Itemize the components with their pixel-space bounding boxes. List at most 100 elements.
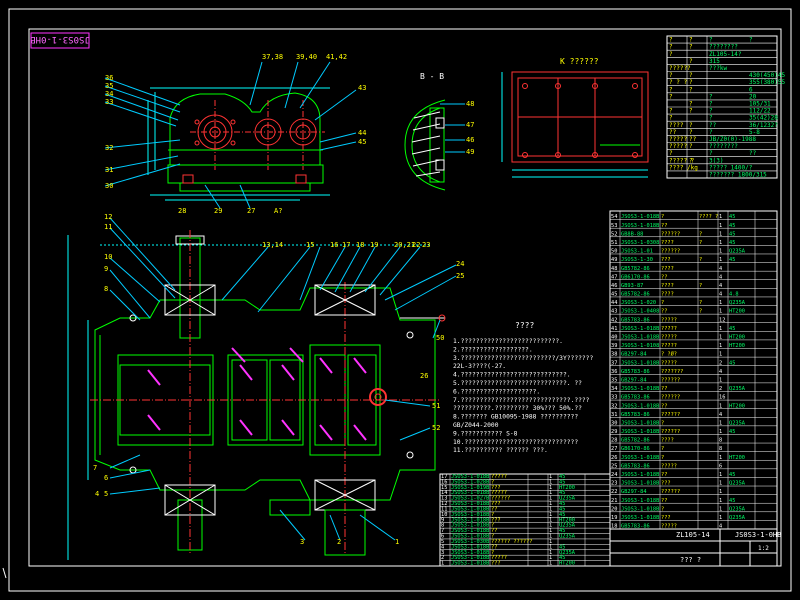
bom-cell: 45 bbox=[559, 474, 565, 480]
bom-cell: 2 bbox=[719, 360, 722, 366]
spec-cell: 355(380)55 bbox=[749, 79, 786, 86]
bom-cell: JSOS3-1-018B bbox=[451, 490, 489, 496]
spec-cell: ? bbox=[689, 79, 693, 86]
bom-cell: 12 bbox=[719, 317, 725, 323]
bom-cell: 4.8 bbox=[729, 292, 739, 298]
balloon: 31 bbox=[105, 166, 113, 174]
bom-cell: 44 bbox=[611, 300, 617, 306]
bom-cell: JSOS3-1-30 bbox=[621, 257, 653, 263]
bom-cell: 45 bbox=[729, 257, 735, 263]
bom-cell: ? bbox=[661, 420, 664, 426]
spec-cell: 430(450)45 bbox=[749, 72, 786, 79]
bom-cell: 1 bbox=[719, 455, 722, 461]
main-view-balloons: 12 11 10 9 8 13,14 15 16 17 18 19 20,21 … bbox=[93, 213, 464, 546]
bom-cell: 1 bbox=[719, 377, 722, 383]
bom-cell: GB297-84 bbox=[621, 377, 647, 383]
bom-cell: JSOS3-1-018B bbox=[451, 523, 489, 529]
balloon: 32 bbox=[105, 144, 113, 152]
bom-cell: 1 bbox=[549, 496, 552, 502]
section-bb-title: B - B bbox=[420, 72, 444, 81]
balloon: 23 bbox=[422, 241, 430, 249]
notes-line: 4.????????????????????????????. bbox=[453, 372, 571, 379]
spec-cell: ? bbox=[689, 86, 693, 93]
bom-cell: 46 bbox=[611, 283, 617, 289]
bom-cell: ? bbox=[699, 231, 702, 237]
bom-cell: 54 bbox=[611, 214, 617, 220]
bom-cell: 1 bbox=[549, 561, 552, 567]
balloon: 28 bbox=[178, 207, 186, 215]
bom-cell: ?????? bbox=[661, 231, 680, 237]
spec-cell: ? bbox=[689, 44, 693, 51]
spec-cell: ? bbox=[669, 72, 673, 79]
spec-cell: ? bbox=[689, 129, 693, 136]
spec-cell: 35(42)28 bbox=[749, 115, 778, 122]
bom-cell: 10 bbox=[441, 512, 447, 518]
notes-line: 2.??????????????????. bbox=[453, 346, 533, 353]
bom-cell: GB297-84 bbox=[621, 352, 647, 358]
bom-cell: JSOS3-1-018B bbox=[621, 472, 659, 478]
bom-cell: Q235A bbox=[559, 523, 576, 529]
bom-cell: 1 bbox=[549, 506, 552, 512]
spec-cell: ? bbox=[689, 143, 693, 150]
bom-cell: 39 bbox=[611, 343, 617, 349]
bom-cell: GB6170-86 bbox=[621, 446, 650, 452]
bom-cell: ???? bbox=[661, 240, 674, 246]
bom-cell: ? bbox=[699, 257, 702, 263]
balloon: 6 bbox=[104, 474, 108, 482]
bom-cell: JSOS3-1-018B bbox=[621, 335, 659, 341]
bom-cell: 1 bbox=[719, 309, 722, 315]
bom-cell: HT200 bbox=[729, 455, 745, 461]
bom-cell: 29 bbox=[611, 429, 617, 435]
bom-cell: HT200 bbox=[729, 403, 745, 409]
notes-line: ??????????.????????? 30%??? 50%.?? bbox=[453, 405, 582, 412]
balloon: 25 bbox=[456, 272, 464, 280]
bom-cell: 22 bbox=[611, 489, 617, 495]
bom-cell: 1 bbox=[719, 335, 722, 341]
spec-cell: ? bbox=[709, 93, 713, 100]
balloon: 2 bbox=[337, 538, 341, 546]
spec-cell: 5-8 bbox=[749, 129, 760, 136]
bom-cell: ?????? bbox=[661, 412, 680, 418]
bom-cell: 9 bbox=[441, 517, 444, 523]
spec-cell: ? bbox=[709, 108, 713, 115]
bom-cell: 1 bbox=[719, 472, 722, 478]
bom-cell: GB5782-86 bbox=[621, 266, 650, 272]
title-block-name: ZL105-14 bbox=[676, 531, 710, 539]
bom-cell: ? bbox=[699, 300, 702, 306]
spec-cell: ? bbox=[669, 86, 673, 93]
bom-cell: 49 bbox=[611, 257, 617, 263]
balloon: 30 bbox=[105, 182, 113, 190]
bom-cell: 1 bbox=[719, 489, 722, 495]
bom-cell: 13 bbox=[441, 496, 447, 502]
spec-cell: ? bbox=[709, 37, 713, 44]
top-view-balloons: 37,38 39,40 41,42 43 36 35 34 33 32 31 3… bbox=[105, 53, 366, 215]
bom-cell: 5 bbox=[441, 539, 444, 545]
bom-cell: ? bbox=[661, 455, 664, 461]
bom-cell: ???? bbox=[661, 283, 674, 289]
bom-cell: 1 bbox=[441, 561, 444, 567]
bom-cell: ?????? bbox=[491, 496, 510, 502]
bom-cell: 33 bbox=[611, 395, 617, 401]
spec-cell: 105/31 bbox=[749, 101, 771, 108]
bom-cell: 34 bbox=[611, 386, 617, 392]
drawing-number-stamp: JS0S3-1-0HB bbox=[30, 32, 90, 49]
spec-cell: ?? bbox=[749, 150, 757, 157]
bom-cell: JSOS3-1-018B bbox=[451, 528, 489, 534]
spec-cell: ????? bbox=[669, 143, 687, 150]
bom-cell: 45 bbox=[559, 544, 565, 550]
bom-cell: 28 bbox=[611, 438, 617, 444]
spec-cell: ?? bbox=[709, 122, 717, 129]
balloon: 39,40 bbox=[296, 53, 317, 61]
balloon: 29 bbox=[214, 207, 222, 215]
balloon: 37,38 bbox=[262, 53, 283, 61]
bom-cell: 50 bbox=[611, 249, 617, 255]
bom-cell: GB6170-86 bbox=[621, 274, 650, 280]
bom-cell: HT200 bbox=[729, 335, 745, 341]
bom-cell: JSOS3-1-018B bbox=[621, 386, 659, 392]
bom-cell: ? bbox=[661, 506, 664, 512]
bom-cell: ? bbox=[699, 240, 702, 246]
bom-cell: 45 bbox=[559, 528, 565, 534]
bom-cell: JSOS3-1-018B bbox=[451, 555, 489, 561]
bom-cell: ??? bbox=[661, 481, 671, 487]
